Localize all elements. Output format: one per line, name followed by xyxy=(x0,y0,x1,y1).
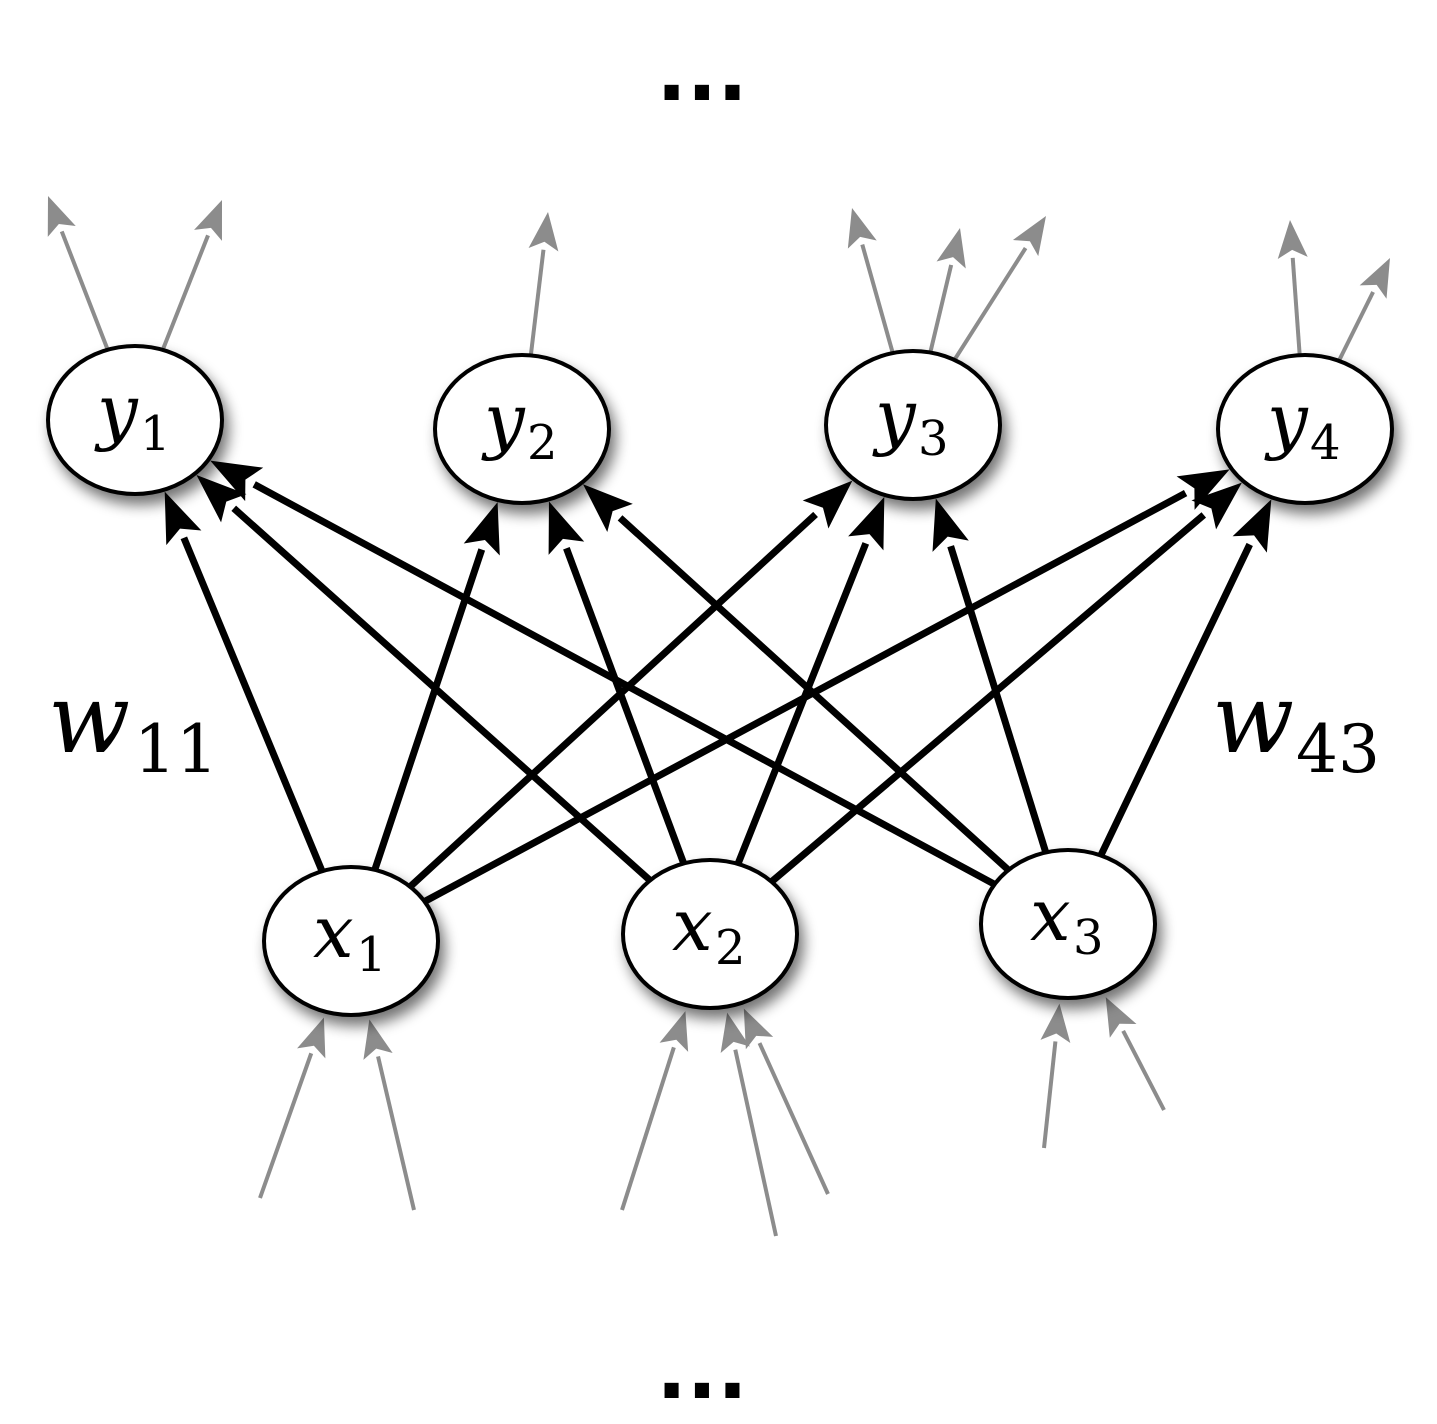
node-symbol: x xyxy=(313,890,354,974)
context-edge-y2-out xyxy=(528,212,559,356)
context-edge-x3-in xyxy=(1040,1003,1071,1149)
connection-edges xyxy=(164,460,1272,905)
top-ellipsis-text: ... xyxy=(656,26,747,119)
node-subscript: 3 xyxy=(918,411,949,467)
context-edge-x1-in xyxy=(363,1019,416,1211)
weight-subscript: 11 xyxy=(134,711,218,788)
weight-symbol: w xyxy=(48,663,130,775)
edge-x3-y4 xyxy=(1097,499,1272,857)
node-symbol: y xyxy=(1264,378,1309,462)
node-symbol: y xyxy=(481,378,526,462)
edge-x2-y2 xyxy=(548,501,688,865)
arrowhead xyxy=(848,496,885,551)
arrowhead xyxy=(743,1008,774,1050)
arrowhead xyxy=(720,1012,750,1053)
node-subscript: 3 xyxy=(1073,910,1104,966)
arrowhead xyxy=(932,498,969,552)
weight-subscript: 43 xyxy=(1296,711,1380,788)
weight-label-w11: w 11 xyxy=(48,663,218,788)
arrowhead xyxy=(583,484,633,532)
node-subscript: 1 xyxy=(356,927,387,983)
node-symbol: y xyxy=(872,374,917,458)
node-circle xyxy=(433,353,611,505)
weight-symbol: w xyxy=(1212,663,1294,775)
arrowhead xyxy=(463,502,500,556)
arrowhead xyxy=(1191,482,1242,530)
edge-x2-y4 xyxy=(769,482,1242,885)
arrowhead xyxy=(548,501,585,555)
context-edge-x2-in xyxy=(743,1008,830,1195)
arrowhead xyxy=(297,1017,326,1059)
edge-x1-y1 xyxy=(164,491,326,873)
arrowhead xyxy=(196,474,247,523)
bottom-ellipsis: ... xyxy=(656,1324,747,1417)
edge-x2-y1 xyxy=(196,474,653,884)
arrowhead xyxy=(847,208,877,249)
arrowhead xyxy=(802,480,853,529)
arrowhead xyxy=(194,200,222,241)
arrowhead xyxy=(1012,216,1046,257)
node-circle xyxy=(824,349,1002,501)
arrowhead xyxy=(936,228,966,269)
edge-x3-y1 xyxy=(210,460,997,888)
arrowhead xyxy=(1359,258,1390,299)
node-symbol: x xyxy=(1030,873,1071,957)
node-subscript: 4 xyxy=(1310,415,1341,471)
edge-x3-y2 xyxy=(583,484,1011,873)
context-edge-x3-in xyxy=(1105,997,1166,1111)
arrowhead xyxy=(1232,499,1272,553)
arrowhead xyxy=(1277,220,1308,259)
arrowhead xyxy=(363,1019,393,1060)
arrowhead xyxy=(164,491,202,546)
context-edge-x2-in xyxy=(620,1011,689,1211)
context-edge-y4-out xyxy=(1337,258,1390,362)
top-ellipsis: ... xyxy=(656,26,747,119)
context-edge-y1-out xyxy=(47,196,110,351)
weight-label-w43: w 43 xyxy=(1212,663,1380,788)
edge-x1-y2 xyxy=(371,502,500,871)
node-circle xyxy=(979,848,1157,1000)
node-subscript: 1 xyxy=(140,406,171,462)
node-symbol: y xyxy=(94,369,139,453)
arrowhead xyxy=(1176,469,1230,510)
context-edge-y4-out xyxy=(1277,220,1308,356)
node-subscript: 2 xyxy=(715,920,746,976)
edge-x3-y3 xyxy=(932,498,1050,854)
arrowhead xyxy=(1040,1003,1071,1044)
context-edge-x1-in xyxy=(258,1017,326,1199)
arrowhead xyxy=(47,196,76,237)
arrowhead xyxy=(210,460,264,502)
arrowhead xyxy=(1105,997,1137,1038)
context-edge-y3-out xyxy=(847,208,895,354)
node-circle xyxy=(621,858,799,1010)
node-circle xyxy=(46,344,224,496)
context-edge-y3-out xyxy=(928,228,966,353)
context-edge-y1-out xyxy=(160,200,222,351)
node-symbol: x xyxy=(672,883,713,967)
edge-x2-y3 xyxy=(734,496,885,866)
context-edges xyxy=(47,196,1390,1237)
node-circle xyxy=(262,865,440,1017)
node-circle xyxy=(1216,353,1394,505)
context-edge-x2-in xyxy=(720,1012,778,1237)
node-subscript: 2 xyxy=(527,415,558,471)
context-edge-y3-out xyxy=(952,216,1046,361)
bottom-ellipsis-text: ... xyxy=(656,1324,747,1417)
arrowhead xyxy=(659,1011,689,1052)
edge-x1-y3 xyxy=(407,480,853,890)
arrowhead xyxy=(528,212,559,252)
